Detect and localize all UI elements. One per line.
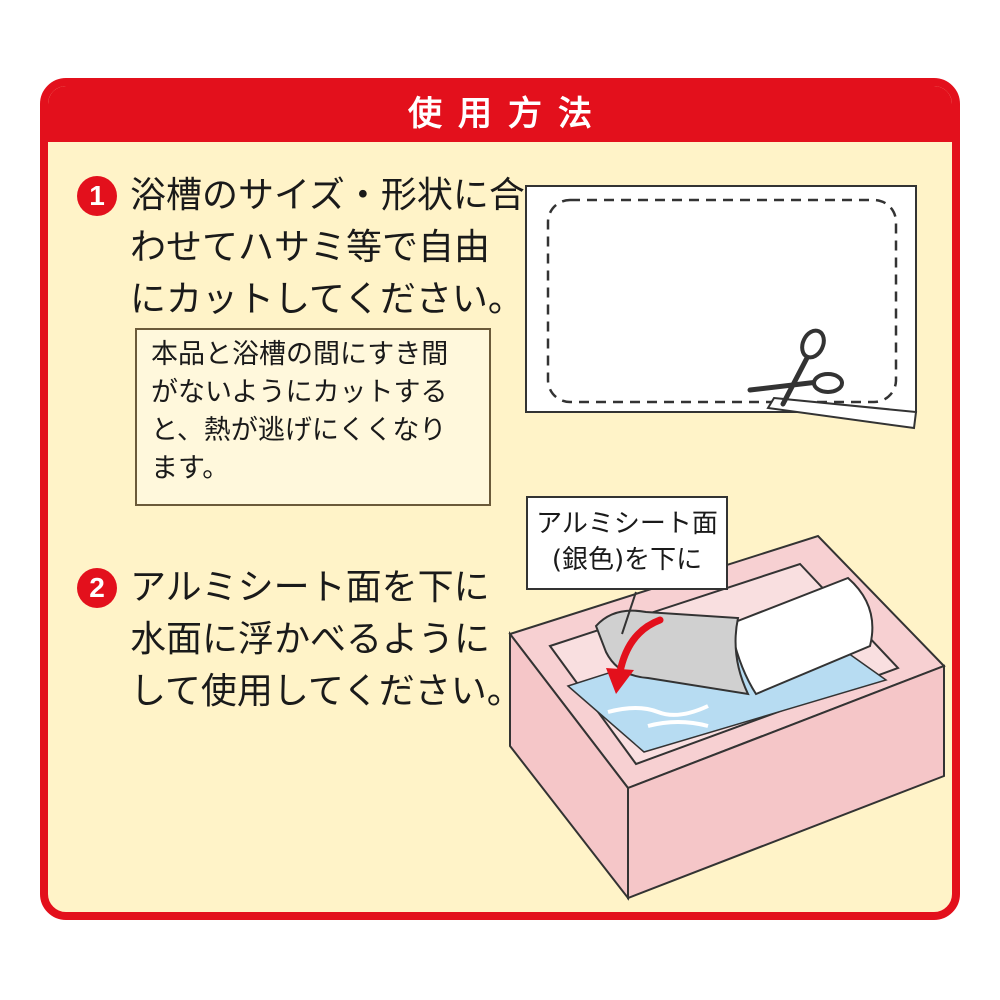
aluminum-side-callout: アルミシート面 (銀色)を下に <box>526 496 728 590</box>
sheet <box>525 185 917 413</box>
instructions-panel: 使用方法 1 浴槽のサイズ・形状に合 わせてハサミ等で自由 にカットしてください… <box>40 78 960 920</box>
arrow-down-icon <box>606 616 664 694</box>
callout-text: アルミシート面 (銀色)を下に <box>536 509 718 575</box>
tip-note: 本品と浴槽の間にすき間 がないようにカットする と、熱が逃げにくくなり ます。 <box>135 328 491 506</box>
callout-leader <box>621 591 637 635</box>
step-1-text: 浴槽のサイズ・形状に合 わせてハサミ等で自由 にカットしてください。 <box>130 175 525 320</box>
step-2-number: 2 <box>77 568 117 608</box>
scissors-icon <box>747 328 844 407</box>
bathtub-illustration <box>508 534 946 901</box>
cut-strip <box>766 396 918 430</box>
cut-line <box>546 198 898 404</box>
step-1-number: 1 <box>77 176 117 216</box>
water-ripple <box>607 704 709 728</box>
page-title: 使用方法 <box>408 94 608 134</box>
cut-sheet-illustration <box>525 185 918 430</box>
tub-front-right <box>627 664 945 900</box>
step-2-text: アルミシート面を下に 水面に浮かべるように して使用してください。 <box>130 567 523 712</box>
tip-note-text: 本品と浴槽の間にすき間 がないようにカットする と、熱が逃げにくくなり ます。 <box>151 339 449 484</box>
panel-header: 使用方法 <box>48 86 952 142</box>
